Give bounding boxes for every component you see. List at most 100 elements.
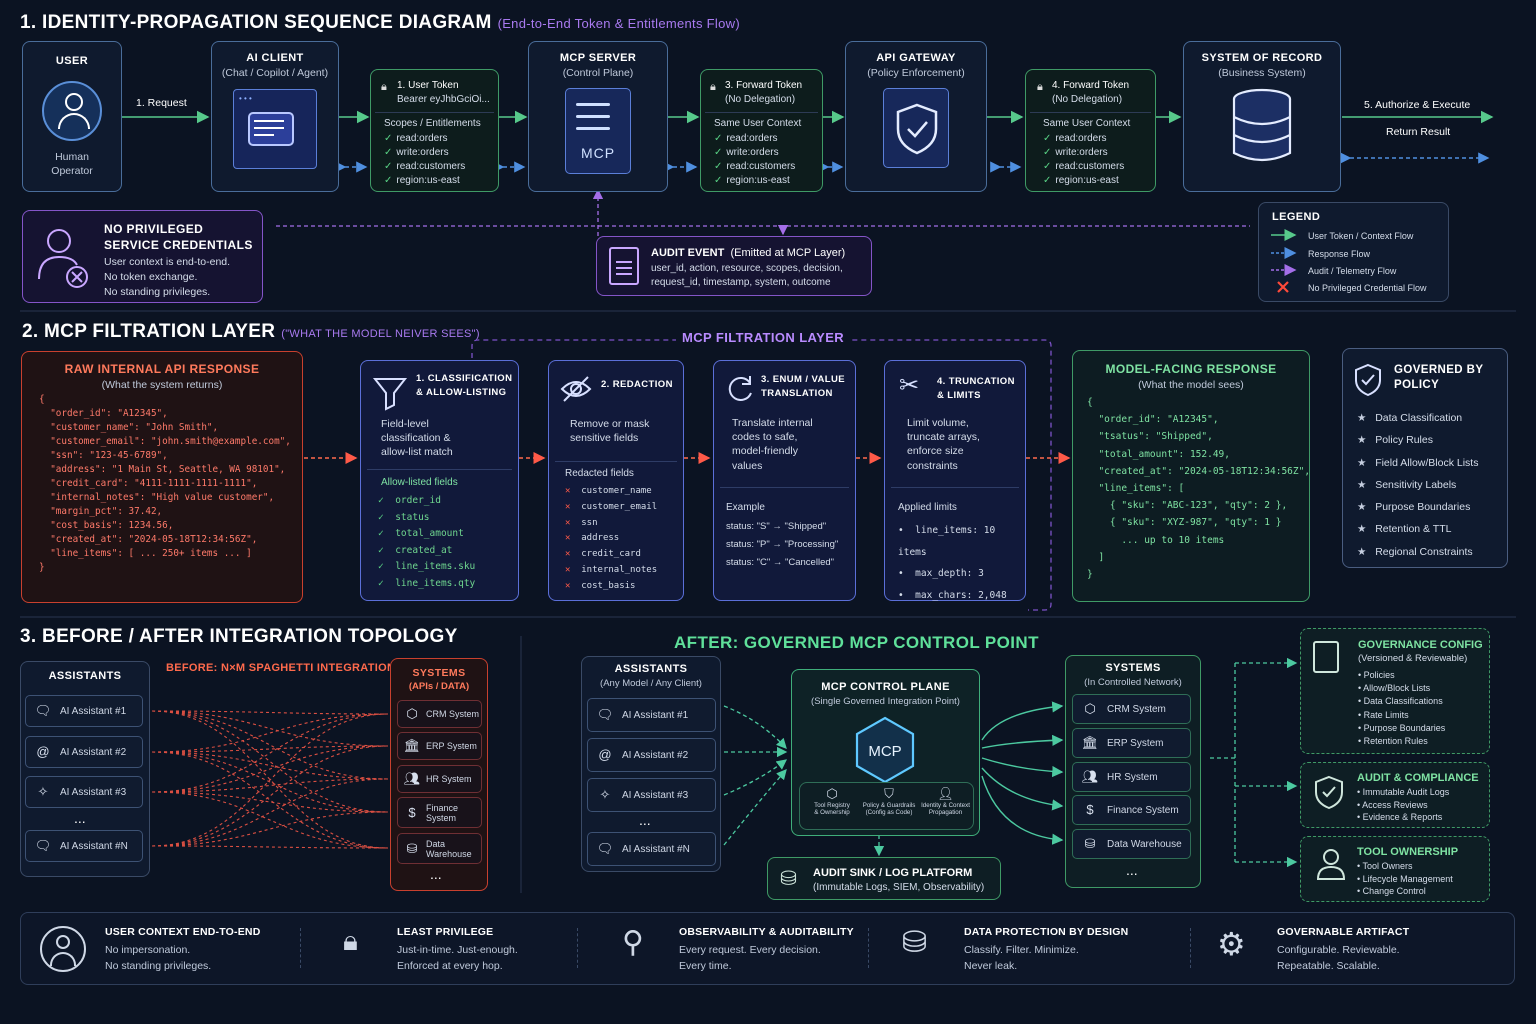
principle-governable-artifact: GOVERNABLE ARTIFACT Configurable. Review… <box>1277 926 1410 972</box>
translation-card: 3. ENUM / VALUE TRANSLATION Translate in… <box>713 360 856 601</box>
system-item[interactable]: 👥︎HR System <box>397 765 482 793</box>
user-token-head: 1. User Token <box>397 80 459 91</box>
card-desc: constraints <box>907 460 958 472</box>
code-line: ... up to 10 items <box>1087 534 1225 546</box>
system-item[interactable]: 🏛︎ERP System <box>397 732 482 760</box>
system-item[interactable]: $Finance System <box>397 797 482 828</box>
config-doc-icon <box>1313 641 1339 673</box>
assistant-item[interactable]: @AI Assistant #2 <box>587 738 716 772</box>
systems-title: SYSTEMS <box>412 667 466 679</box>
legend-item: User Token / Context Flow <box>1308 231 1414 241</box>
audit-sub: (Emitted at MCP Layer) <box>730 247 846 259</box>
control-plane-title: MCP CONTROL PLANE <box>821 681 950 693</box>
system-item[interactable]: ⬡CRM System <box>397 700 482 728</box>
api-gateway-sub: (Policy Enforcement) <box>867 67 965 79</box>
dollar-icon: $ <box>408 804 416 820</box>
card-desc: Translate internal <box>732 417 813 429</box>
people-icon: 👥︎ <box>403 771 421 786</box>
code-line: { "sku": "XYZ-987", "qty": 1 } <box>1087 517 1282 529</box>
raw-title: RAW INTERNAL API RESPONSE <box>64 362 260 376</box>
control-plane-sub: (Single Governed Integration Point) <box>811 696 960 707</box>
user-x-icon <box>38 229 88 288</box>
user-box: USER Human Operator <box>22 41 122 192</box>
scope-item: ✓region:us-east <box>1043 175 1119 186</box>
policy-title: POLICY <box>1394 379 1440 391</box>
code-line: "order_id": "A12345", <box>1087 414 1219 426</box>
person-icon <box>1316 849 1346 880</box>
svg-text:MCP: MCP <box>868 743 901 760</box>
audit-item: • Immutable Audit Logs <box>1357 787 1450 797</box>
tool-ownership-box: TOOL OWNERSHIP • Tool Owners • Lifecycle… <box>1300 836 1490 902</box>
gov-item: • Policies <box>1358 670 1395 680</box>
feature-label: Tool Registry <box>814 802 850 809</box>
ai-client-sub: (Chat / Copilot / Agent) <box>221 67 329 79</box>
assistant-item[interactable]: @AI Assistant #2 <box>25 736 143 768</box>
scopes-heading: Scopes / Entitlements <box>384 118 481 129</box>
redacted-heading: Redacted fields <box>565 468 634 479</box>
classification-card: 1. CLASSIFICATION & ALLOW-LISTING Field-… <box>360 360 519 601</box>
system-item[interactable]: ⛁Data Warehouse <box>1072 829 1191 859</box>
assistant-item[interactable]: 🗨︎AI Assistant #N <box>25 830 143 862</box>
code-line: "created_at": "2024-05-18T12:34:56Z", <box>39 534 258 545</box>
limits-heading: Applied limits <box>898 502 957 513</box>
scope-item: ✓region:us-east <box>384 175 460 186</box>
card-desc: model-friendly <box>732 445 798 457</box>
model-title: MODEL-FACING RESPONSE <box>1105 362 1277 376</box>
redacted-field: ✕ credit_card <box>565 549 641 560</box>
code-line: { <box>1087 397 1093 408</box>
forward-token-head: 3. Forward Token <box>725 80 803 91</box>
code-line: "tsatus": "Shipped", <box>1087 431 1213 443</box>
spaghetti-link <box>151 710 389 780</box>
gov-item: • Data Classifications <box>1358 696 1443 707</box>
mcp-label: MCP <box>580 145 616 161</box>
assistant-item[interactable]: 🗨︎AI Assistant #1 <box>25 695 143 727</box>
return-label: Return Result <box>1386 126 1451 138</box>
system-item[interactable]: 🏛︎ERP System <box>1072 728 1191 758</box>
code-line: ] <box>1087 551 1105 563</box>
principle-data-protection: DATA PROTECTION BY DESIGN Classify. Filt… <box>964 926 1129 972</box>
policy-item: ★ Policy Rules <box>1357 434 1433 447</box>
allow-list-heading: Allow-listed fields <box>381 477 458 488</box>
spaghetti-link <box>151 710 389 813</box>
ai-client-title: AI CLIENT <box>246 52 304 64</box>
system-item[interactable]: ⬡CRM System <box>1072 694 1191 724</box>
spaghetti-link <box>151 745 389 793</box>
systems-title: SYSTEMS <box>1105 662 1161 674</box>
assistant-item[interactable]: 🗨︎AI Assistant #1 <box>587 698 716 732</box>
assistant-item[interactable]: 🗨︎AI Assistant #N <box>587 832 716 866</box>
spaghetti-link <box>151 745 389 847</box>
mcp-server-box: MCP SERVER (Control Plane) MCP <box>528 41 668 192</box>
more-dots: ... <box>430 866 442 882</box>
system-of-record-sub: (Business System) <box>1218 67 1306 79</box>
scope-item: ✓read:customers <box>384 161 466 172</box>
spaghetti-link <box>151 710 389 715</box>
spiral-icon: @ <box>598 747 612 762</box>
policy-item: ★ Purpose Boundaries <box>1357 501 1471 514</box>
dollar-icon: $ <box>1086 802 1094 817</box>
assistant-item[interactable]: ✧AI Assistant #3 <box>25 776 143 808</box>
policy-item: ★ Sensitivity Labels <box>1357 478 1457 491</box>
assistant-item[interactable]: ✧AI Assistant #3 <box>587 778 716 812</box>
lock-icon: 🔒︎ <box>710 81 716 93</box>
mcp-control-plane-box: MCP CONTROL PLANE (Single Governed Integ… <box>791 669 980 836</box>
spaghetti-link <box>151 713 389 753</box>
card-desc: Limit volume, <box>907 417 969 429</box>
audit-item: • Evidence & Reports <box>1357 812 1443 823</box>
enum-example: status: "S" → "Shipped" <box>726 521 827 532</box>
request-label: 1. Request <box>136 97 187 109</box>
audit-compliance-box: AUDIT & COMPLIANCE • Immutable Audit Log… <box>1300 762 1490 828</box>
spaghetti-link <box>151 811 389 847</box>
code-line: } <box>39 562 45 573</box>
authorize-label: 5. Authorize & Execute <box>1364 99 1471 111</box>
scope-item: ✓write:orders <box>1043 147 1108 158</box>
star-icon: ✧ <box>37 784 49 799</box>
system-item[interactable]: $Finance System <box>1072 795 1191 825</box>
system-item[interactable]: 👥︎HR System <box>1072 762 1191 792</box>
system-item[interactable]: ⛁Data Warehouse <box>397 833 482 864</box>
more-dots: ... <box>1126 862 1138 878</box>
audit-event-box: AUDIT EVENT (Emitted at MCP Layer) user_… <box>596 236 872 296</box>
gear-icon: ⚙︎ <box>1217 926 1246 962</box>
limit-item: • line_items: 10 items <box>898 525 996 558</box>
gov-item: • Retention Rules <box>1358 736 1428 747</box>
audit-sink-title: AUDIT SINK / LOG PLATFORM <box>813 867 973 879</box>
